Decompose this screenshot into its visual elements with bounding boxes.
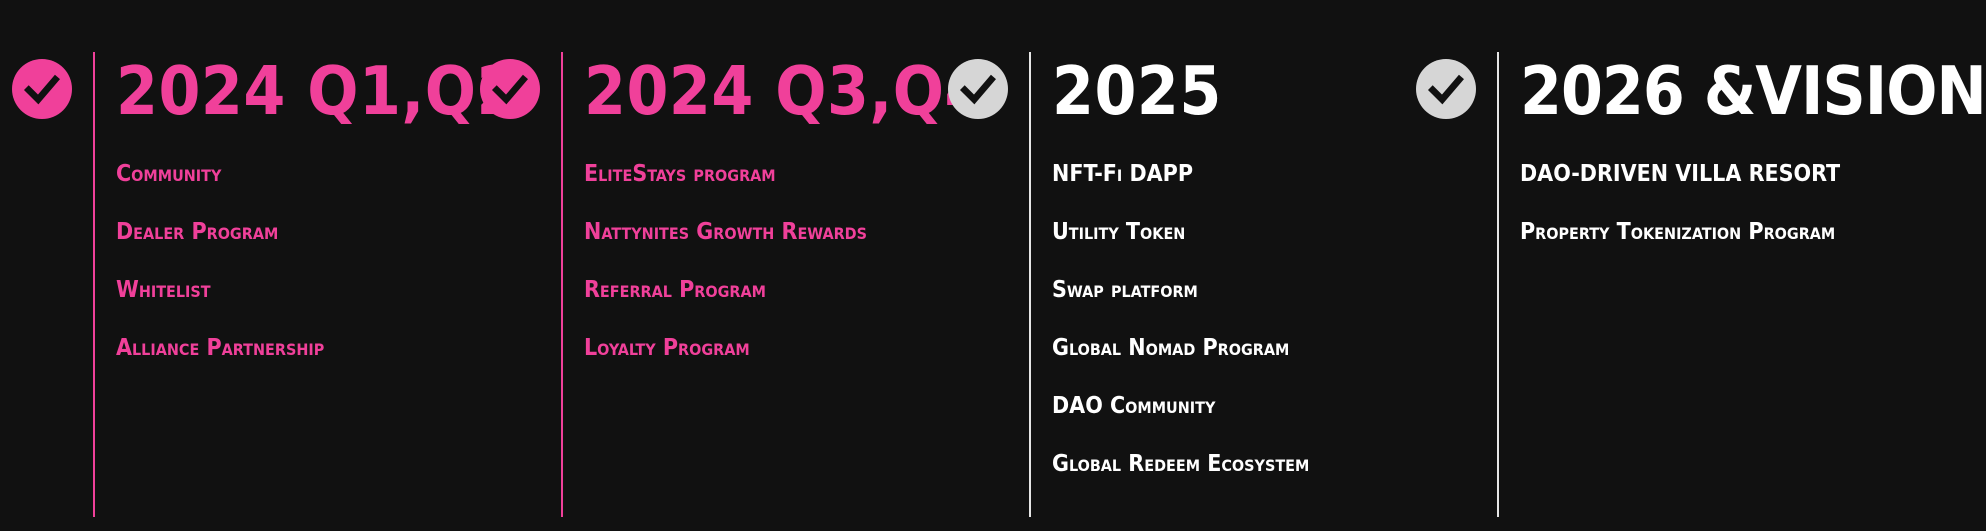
- phase-item: Swap platform: [1052, 277, 1198, 303]
- roadmap-phase-2024-q3-q4: 2024 Q3,Q4 EliteStays program Nattynites…: [468, 0, 986, 531]
- timeline-divider: [561, 52, 563, 517]
- phase-item: Loyalty Program: [584, 335, 750, 361]
- phase-item: Nattynites Growth Rewards: [584, 219, 867, 245]
- check-circle-icon: [1416, 59, 1476, 119]
- phase-item-list: Community Dealer Program Whitelist Allia…: [116, 154, 324, 386]
- phase-item-list: EliteStays program Nattynites Growth Rew…: [584, 154, 867, 386]
- check-circle-icon: [12, 59, 72, 119]
- roadmap-phase-2025: 2025 NFT-Fi DAPP Utility Token Swap plat…: [936, 0, 1404, 531]
- phase-title: 2026 &VISION: [1520, 52, 1986, 130]
- phase-item: Dealer Program: [116, 219, 279, 245]
- timeline-divider: [93, 52, 95, 517]
- timeline-divider: [1497, 52, 1499, 517]
- phase-item: Referral Program: [584, 277, 766, 303]
- roadmap-phase-2024-q1-q2: 2024 Q1,Q2 Community Dealer Program Whit…: [0, 0, 518, 531]
- timeline-divider: [1029, 52, 1031, 517]
- check-circle-icon: [480, 59, 540, 119]
- phase-item: Community: [116, 161, 222, 187]
- phase-item-list: DAO-DRIVEN VILLA RESORT Property Tokeniz…: [1520, 154, 1840, 270]
- phase-item-list: NFT-Fi DAPP Utility Token Swap platform …: [1052, 154, 1309, 502]
- phase-item: Property Tokenization Program: [1520, 219, 1836, 245]
- phase-item: DAO Community: [1052, 393, 1216, 419]
- phase-item: DAO-DRIVEN VILLA RESORT: [1520, 161, 1841, 187]
- phase-item: Global Nomad Program: [1052, 335, 1290, 361]
- phase-item: NFT-Fi DAPP: [1052, 161, 1193, 187]
- phase-title: 2025: [1052, 52, 1222, 130]
- phase-title: 2024 Q3,Q4: [584, 52, 987, 130]
- phase-item: Whitelist: [116, 277, 211, 303]
- check-circle-icon: [948, 59, 1008, 119]
- phase-item: Utility Token: [1052, 219, 1186, 245]
- phase-item: Global Redeem Ecosystem: [1052, 451, 1310, 477]
- phase-title: 2024 Q1,Q2: [116, 52, 519, 130]
- roadmap-phase-2026-vision: 2026 &VISION DAO-DRIVEN VILLA RESORT Pro…: [1404, 0, 1986, 531]
- phase-item: Alliance Partnership: [116, 335, 325, 361]
- phase-item: EliteStays program: [584, 161, 776, 187]
